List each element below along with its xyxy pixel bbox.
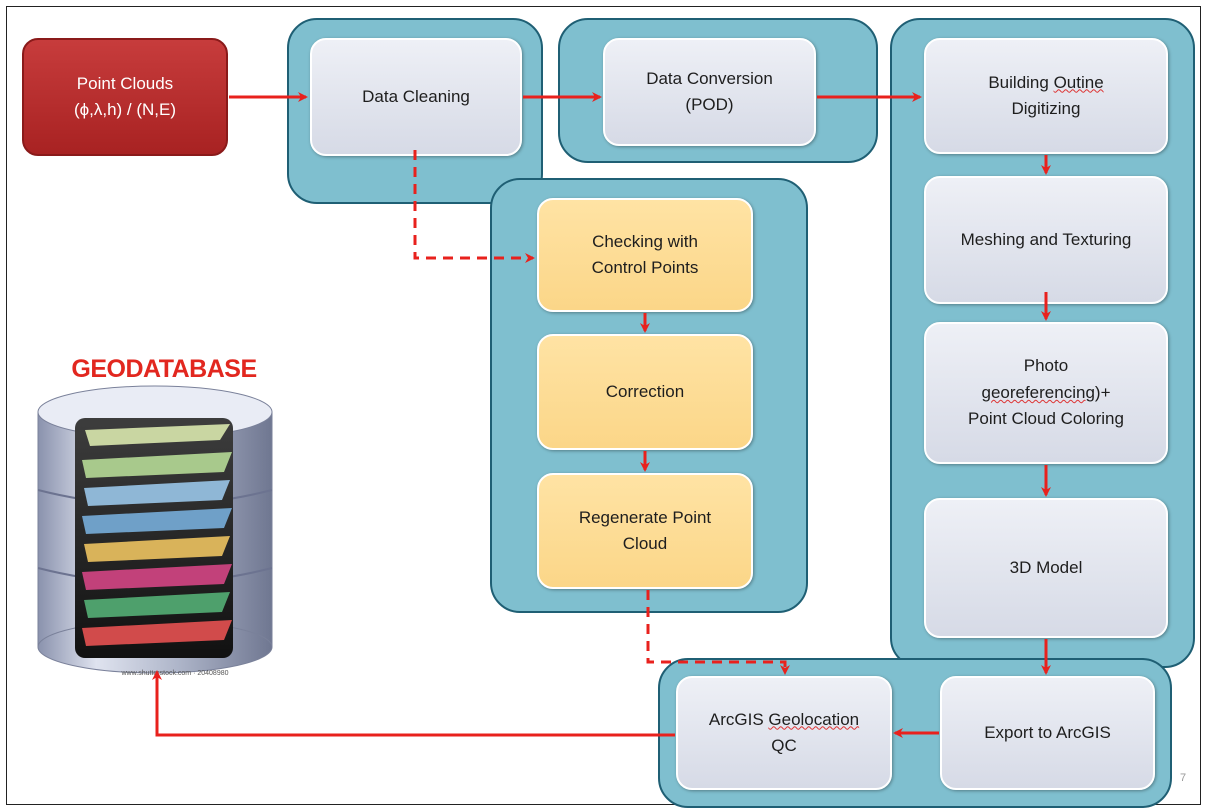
node-regenerate-point-cloud[interactable]: Regenerate Point Cloud [537,473,753,589]
photo-text-b: georeferencing [981,382,1095,402]
slide-number: 7 [1180,772,1187,784]
node-correction-label: Correction [605,381,685,401]
arrow-cleaning-to-checking [413,150,535,263]
node-point-clouds-label: Point Clouds (ϕ,λ,h) / (N,E) [73,73,177,119]
node-data-cleaning-label: Data Cleaning [362,86,470,106]
building-outline-text-b: Outine [1053,72,1104,92]
node-3d-model[interactable]: 3D Model [924,498,1168,638]
arcgis-qc-text-b: Geolocation [768,709,860,729]
node-meshing-label: Meshing and Texturing [960,229,1132,249]
photo-text-d: Point Cloud Coloring [968,409,1124,429]
node-data-cleaning[interactable]: Data Cleaning [310,38,522,156]
arrow-qc-to-geodatabase [152,670,675,737]
node-data-conversion[interactable]: Data Conversion (POD) [603,38,816,146]
arrow-regenerate-to-qc [646,590,790,675]
building-outline-text-a: Building [988,72,1054,92]
node-checking-label: Checking with Control Points [591,231,699,277]
building-outline-text-c: Digitizing [1011,99,1081,118]
photo-text-a: Photo [1023,356,1069,376]
node-export-label: Export to ArcGIS [984,722,1111,742]
node-data-conversion-label: Data Conversion (POD) [646,68,773,114]
node-point-clouds[interactable]: Point Clouds (ϕ,λ,h) / (N,E) [22,38,228,156]
watermark-text: www.shutterstock.com · 20408980 [121,670,229,677]
node-photo-label: Photo georeferencing)+ Point Cloud Colorin… [968,353,1124,432]
photo-text-c: )+ [1094,382,1111,402]
node-correction[interactable]: Correction [537,334,753,450]
node-3d-model-label: 3D Model [1009,557,1083,577]
node-export-to-arcgis[interactable]: Export to ArcGIS [940,676,1155,790]
node-checking-control-points[interactable]: Checking with Control Points [537,198,753,312]
geodatabase-title: GEODATABASE [71,355,257,383]
node-meshing-texturing[interactable]: Meshing and Texturing [924,176,1168,304]
node-photo-georeferencing[interactable]: Photo georeferencing)+ Point Cloud Colorin… [924,322,1168,464]
arcgis-qc-text-c: QC [771,736,797,755]
arcgis-qc-text-a: ArcGIS [708,709,769,729]
node-regenerate-label: Regenerate Point Cloud [578,507,712,553]
